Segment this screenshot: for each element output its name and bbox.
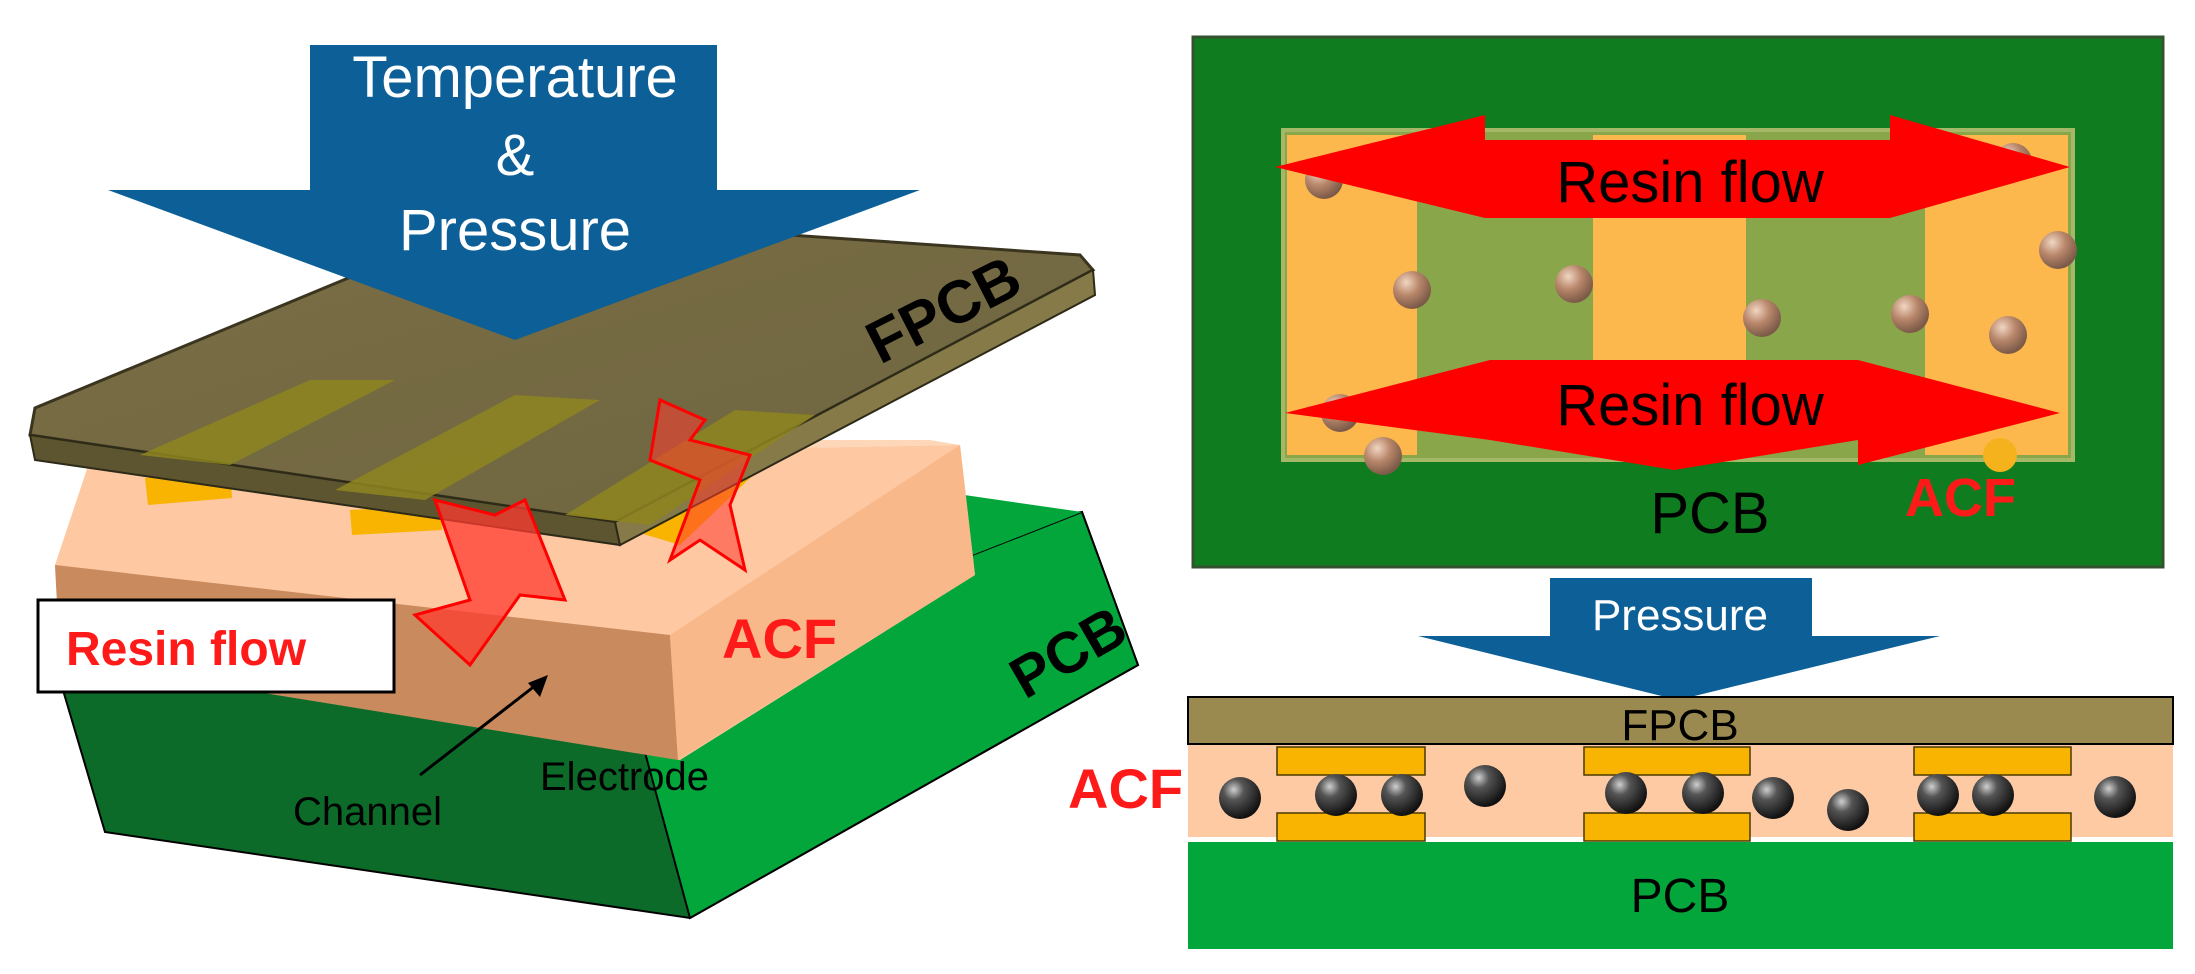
particle — [1393, 271, 1431, 309]
resin-flow-arrow — [648, 397, 753, 574]
resin-flow-label: Resin flow — [66, 623, 307, 676]
resin-flow-arrow — [411, 497, 568, 668]
left-3d-diagram: Temperature & Pressure FPCB PCB ACF Resi… — [28, 45, 1140, 920]
pcb-top-label: PCB — [1650, 481, 1769, 546]
resin-flow-bottom-label: Resin flow — [1556, 373, 1825, 438]
arrow-label-line1: Temperature — [352, 45, 678, 110]
particle — [1605, 772, 1647, 814]
cross-section-diagram: Pressure FPCB — [1068, 578, 2174, 949]
top-view-diagram: Resin flow Resin flow PCB ACF — [1191, 35, 2165, 569]
resin-flow-callout: Resin flow — [36, 598, 396, 694]
lower-electrode — [1913, 812, 2072, 842]
particle — [1972, 774, 2014, 816]
resin-flow-bottom-arrow: Resin flow — [1285, 360, 2060, 470]
electrodes-cross — [1276, 746, 2072, 842]
fpcb-trace — [335, 395, 600, 500]
particle — [1464, 765, 1506, 807]
channel-pointer-line — [419, 676, 546, 777]
pressure-arrow — [1418, 578, 1940, 700]
particle — [1989, 316, 2027, 354]
particle — [1682, 772, 1724, 814]
upper-electrode — [1913, 746, 2072, 776]
fpcb-cross-section — [1187, 696, 2174, 745]
channel-pointer-head — [528, 675, 548, 697]
fpcb-trace — [140, 380, 395, 465]
upper-electrode — [1583, 746, 1751, 776]
double-arrow — [1285, 360, 2060, 465]
particle — [1315, 774, 1357, 816]
resin-flow-box — [36, 598, 396, 694]
upper-electrode — [1276, 746, 1426, 776]
acf-top-label: ACF — [1905, 468, 2016, 528]
particle — [1917, 774, 1959, 816]
particle — [1381, 774, 1423, 816]
fpcb-cross-label: FPCB — [1621, 701, 1738, 750]
arrow-label-line3: Pressure — [399, 198, 631, 263]
acf-side-face — [670, 445, 975, 760]
blue-arrow — [108, 45, 920, 340]
particle — [1219, 777, 1261, 819]
pcb-cross-label: PCB — [1631, 870, 1730, 923]
lower-electrode — [1583, 812, 1751, 842]
particle — [1555, 265, 1593, 303]
resin-flow-top-arrow: Resin flow — [1275, 115, 2070, 218]
particle — [1752, 777, 1794, 819]
pcb-cross-section — [1188, 842, 2173, 949]
resin-flow-top-label: Resin flow — [1556, 150, 1825, 215]
particle — [2094, 776, 2136, 818]
particle — [1891, 295, 1929, 333]
acf-label: ACF — [722, 607, 837, 670]
double-arrow — [1275, 115, 2070, 218]
channel-label: Channel — [293, 790, 442, 834]
particle — [1743, 299, 1781, 337]
pressure-label: Pressure — [1592, 591, 1768, 640]
particle — [2039, 231, 2077, 269]
particle — [1827, 789, 1869, 831]
acf-cross-label: ACF — [1068, 757, 1183, 820]
particle — [1364, 437, 1402, 475]
conductive-particles-cross — [1219, 765, 2136, 831]
arrow-label-line2: & — [496, 123, 535, 188]
particle — [1983, 438, 2017, 472]
temperature-pressure-arrow: Temperature & Pressure — [108, 45, 920, 340]
double-arrow-tip — [1490, 440, 1858, 470]
resin-flow-arrows-3d — [411, 397, 753, 668]
lower-electrode — [1276, 812, 1426, 842]
electrode-label: Electrode — [540, 755, 709, 799]
